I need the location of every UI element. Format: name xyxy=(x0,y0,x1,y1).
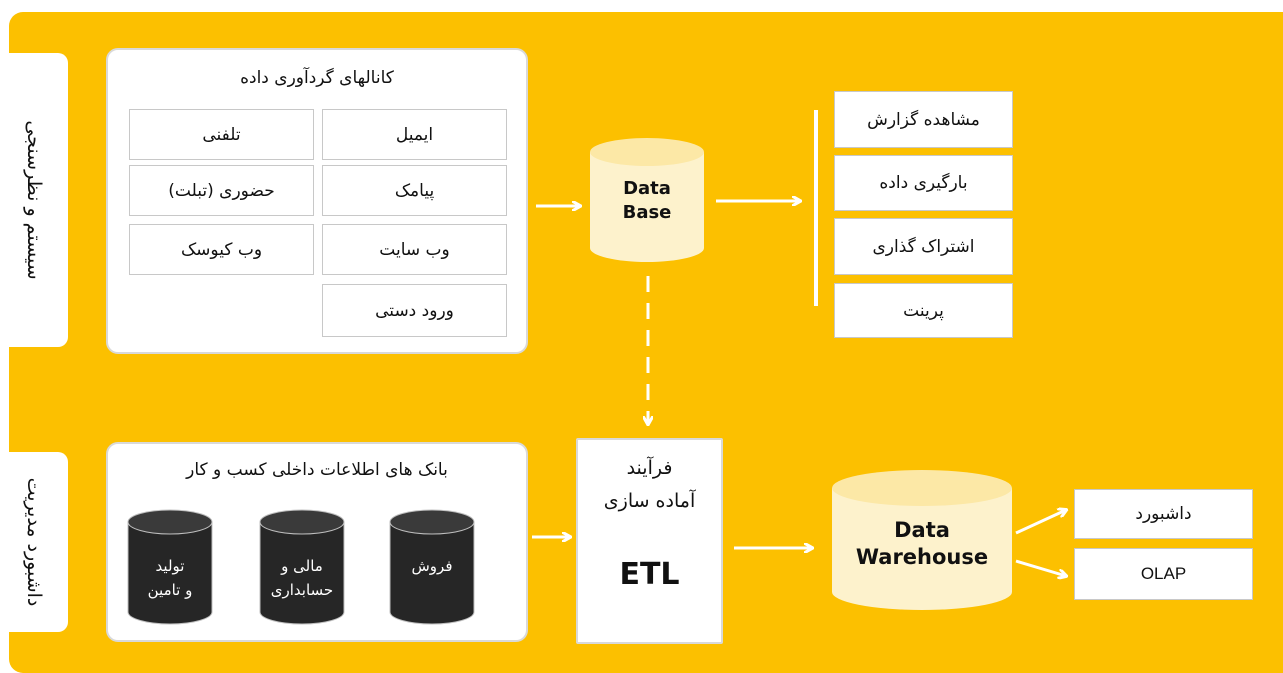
drum-finance-line2: حسابداری xyxy=(270,581,334,599)
warehouse-cylinder xyxy=(832,470,1012,610)
channel-manual-entry: ورود دستی xyxy=(322,284,507,337)
drum-sales xyxy=(389,509,475,625)
warehouse-label-line2: Warehouse xyxy=(855,545,989,569)
database-cylinder xyxy=(590,138,704,262)
etl-box: فرآیند آماده سازی ETL xyxy=(576,438,723,644)
output-download-data: بارگیری داده xyxy=(834,155,1013,211)
database-label-line1: Data xyxy=(623,178,671,199)
etl-label: ETL xyxy=(619,557,680,592)
warehouse-label-line1: Data xyxy=(894,518,950,542)
drum-production-line2: و تامین xyxy=(147,581,193,599)
database-label: Data Base xyxy=(590,178,704,238)
channel-email: ایمیل xyxy=(322,109,507,160)
channels-title: کانالهای گردآوری داده xyxy=(240,68,394,88)
output-dashboard: داشبورد xyxy=(1074,489,1253,539)
etl-line2: آماده سازی xyxy=(603,490,696,512)
drum-production-line1: تولید xyxy=(155,557,185,575)
drum-finance xyxy=(259,509,345,625)
arrow-warehouse-to-olap xyxy=(1015,559,1066,576)
side-label-management-dashboard: داشبورد مدیریت xyxy=(0,452,68,632)
warehouse-label: Data Warehouse xyxy=(832,518,1012,582)
channel-website: وب سایت xyxy=(322,224,507,275)
internal-banks-title: بانک های اطلاعات داخلی کسب و کار xyxy=(186,460,448,480)
etl-line1: فرآیند xyxy=(626,457,673,479)
output-olap: OLAP xyxy=(1074,548,1253,600)
channel-sms: پیامک xyxy=(322,165,507,216)
output-view-report: مشاهده گزارش xyxy=(834,91,1013,148)
arrow-warehouse-to-dashboard xyxy=(1015,510,1066,535)
database-label-line2: Base xyxy=(622,202,672,223)
channel-phone: تلفنی xyxy=(129,109,314,160)
channel-kiosk: وب کیوسک xyxy=(129,224,314,275)
output-sharing: اشتراک گذاری xyxy=(834,218,1013,275)
drum-production xyxy=(127,509,213,625)
channel-in-person: حضوری (تبلت) xyxy=(129,165,314,216)
drum-sales-line1: فروش xyxy=(411,557,453,575)
output-print: پرینت xyxy=(834,283,1013,338)
drum-finance-line1: مالی و xyxy=(281,557,323,575)
side-label-survey-system: سیستم و نظرسنجی xyxy=(0,53,68,347)
